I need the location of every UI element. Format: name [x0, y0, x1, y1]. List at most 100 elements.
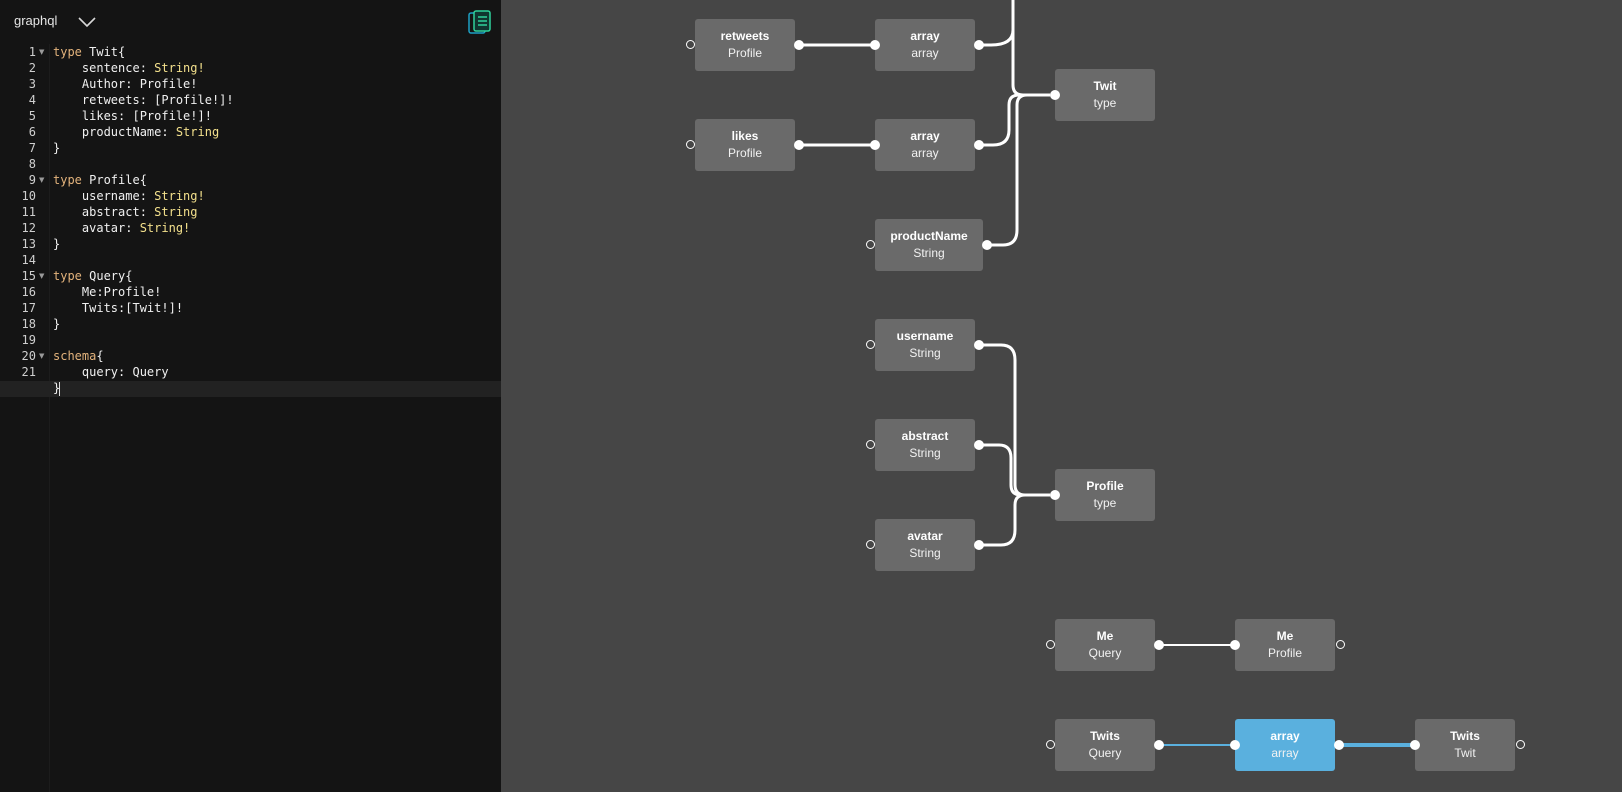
output-port-open[interactable]	[1516, 740, 1525, 749]
node-twits-array[interactable]: array array	[1235, 719, 1335, 771]
line-number: 13	[21, 237, 36, 251]
fold-toggle-icon[interactable]: ▼	[39, 352, 45, 360]
input-port[interactable]	[1046, 640, 1055, 649]
fold-toggle-icon[interactable]: ▼	[39, 48, 45, 56]
node-productname[interactable]: productName String	[875, 219, 983, 271]
input-port-connected[interactable]	[1050, 490, 1060, 500]
code-text-area[interactable]	[49, 44, 502, 792]
node-abstract[interactable]: abstract String	[875, 419, 975, 471]
node-name: abstract	[901, 429, 949, 443]
output-port[interactable]	[974, 40, 984, 50]
code-token: productName:	[53, 125, 176, 139]
code-line[interactable]: productName: String	[53, 124, 219, 140]
input-port-connected[interactable]	[870, 140, 880, 150]
node-type: type	[1093, 496, 1117, 510]
output-port[interactable]	[794, 40, 804, 50]
code-line[interactable]: Author: Profile!	[53, 76, 198, 92]
line-number: 16	[21, 285, 36, 299]
line-number: 5	[28, 109, 36, 123]
node-type: Query	[1088, 746, 1122, 760]
node-type: array	[911, 46, 939, 60]
line-number: 2	[28, 61, 36, 75]
code-token: String!	[154, 61, 205, 75]
input-port-connected[interactable]	[1230, 640, 1240, 650]
code-line[interactable]: query: Query	[53, 364, 169, 380]
node-twits-twit[interactable]: Twits Twit	[1415, 719, 1515, 771]
node-type: String	[913, 246, 945, 260]
wire-username-profile	[978, 343, 1050, 497]
output-port[interactable]	[974, 440, 984, 450]
code-token: String	[175, 125, 220, 139]
output-port-open[interactable]	[1336, 640, 1345, 649]
code-line[interactable]: Me:Profile!	[53, 284, 161, 300]
code-line[interactable]: avatar: String!	[53, 220, 190, 236]
node-username[interactable]: username String	[875, 319, 975, 371]
input-port-connected[interactable]	[1050, 90, 1060, 100]
node-retweets[interactable]: retweets Profile	[695, 19, 795, 71]
node-twits-query[interactable]: Twits Query	[1055, 719, 1155, 771]
chevron-down-icon[interactable]	[76, 12, 98, 32]
output-port[interactable]	[794, 140, 804, 150]
input-port-connected[interactable]	[1410, 740, 1420, 750]
node-profile-type[interactable]: Profile type	[1055, 469, 1155, 521]
output-port[interactable]	[974, 140, 984, 150]
node-type: String	[909, 446, 941, 460]
node-type: Profile	[727, 46, 762, 60]
input-port-connected[interactable]	[870, 40, 880, 50]
input-port[interactable]	[866, 240, 875, 249]
fold-toggle-icon[interactable]: ▼	[39, 176, 45, 184]
node-type: array	[1271, 746, 1299, 760]
output-port[interactable]	[974, 340, 984, 350]
schema-graph-canvas[interactable]: retweets Profile array array likes Profi…	[501, 0, 1622, 792]
node-name: array	[910, 129, 940, 143]
output-port[interactable]	[974, 540, 984, 550]
line-number: 10	[21, 189, 36, 203]
code-token: schema	[53, 349, 97, 363]
output-port[interactable]	[1334, 740, 1344, 750]
code-line[interactable]: type Twit{	[53, 44, 125, 60]
output-port[interactable]	[982, 240, 992, 250]
code-line[interactable]: username: String!	[53, 188, 205, 204]
input-port[interactable]	[1046, 740, 1055, 749]
code-line[interactable]: }	[53, 236, 60, 252]
input-port[interactable]	[686, 40, 695, 49]
code-token: Query{	[81, 269, 133, 283]
input-port[interactable]	[686, 140, 695, 149]
output-port[interactable]	[1154, 740, 1164, 750]
node-likes-array[interactable]: array array	[875, 119, 975, 171]
code-token: String!	[139, 221, 191, 235]
node-avatar[interactable]: avatar String	[875, 519, 975, 571]
code-line[interactable]: }	[53, 140, 60, 156]
code-token: Twit{	[81, 45, 126, 59]
code-line[interactable]: type Query{	[53, 268, 132, 284]
code-token: String	[154, 205, 198, 219]
code-line[interactable]: likes: [Profile!]!	[53, 108, 212, 124]
code-line[interactable]: abstract: String	[53, 204, 198, 220]
active-line-highlight	[49, 381, 501, 397]
output-port[interactable]	[1154, 640, 1164, 650]
node-name: Profile	[1086, 479, 1124, 493]
line-number: 3	[28, 77, 36, 91]
fold-toggle-icon[interactable]: ▼	[39, 272, 45, 280]
code-token: }	[53, 317, 61, 331]
code-line[interactable]: Twits:[Twit!]!	[53, 300, 183, 316]
node-likes[interactable]: likes Profile	[695, 119, 795, 171]
input-port[interactable]	[866, 340, 875, 349]
node-me-query[interactable]: Me Query	[1055, 619, 1155, 671]
node-name: Twit	[1093, 79, 1117, 93]
code-token: avatar:	[53, 221, 140, 235]
node-me-profile[interactable]: Me Profile	[1235, 619, 1335, 671]
code-line[interactable]: schema{	[53, 348, 104, 364]
line-number: 6	[28, 125, 36, 139]
input-port[interactable]	[866, 540, 875, 549]
code-line[interactable]: }	[53, 316, 60, 332]
code-line[interactable]: sentence: String!	[53, 60, 205, 76]
code-line[interactable]: }	[53, 380, 60, 396]
line-number: 8	[28, 157, 36, 171]
code-line[interactable]: retweets: [Profile!]!	[53, 92, 234, 108]
input-port[interactable]	[866, 440, 875, 449]
node-twit-type[interactable]: Twit type	[1055, 69, 1155, 121]
node-retweets-array[interactable]: array array	[875, 19, 975, 71]
code-line[interactable]: type Profile{	[53, 172, 147, 188]
input-port-connected[interactable]	[1230, 740, 1240, 750]
